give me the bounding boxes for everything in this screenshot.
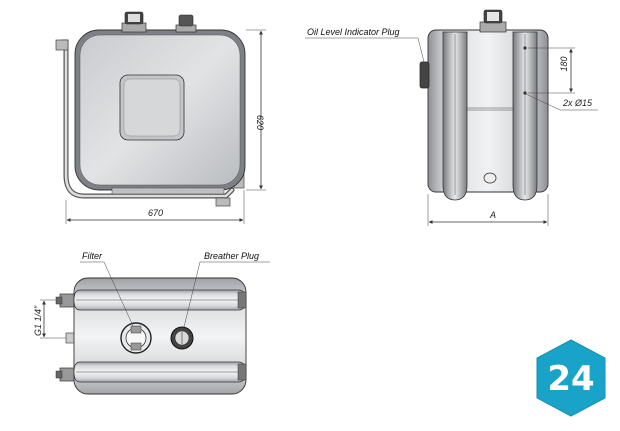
drain-plug	[483, 172, 497, 184]
front-view: 620 670	[55, 11, 266, 224]
mount-hole-top	[523, 46, 527, 50]
badge-24: 24	[536, 339, 606, 417]
breather-plug-top	[170, 326, 194, 350]
height-dimension: 620	[255, 115, 265, 130]
oil-level-plug-label: Oil Level Indicator Plug	[307, 27, 400, 37]
holes-label: 2x Ø15	[562, 98, 593, 108]
width-dimension: 670	[148, 208, 163, 218]
filter-cap-front	[121, 11, 147, 33]
breather-plug-label: Breather Plug	[204, 251, 259, 261]
side-view: Oil Level Indicator Plug 180 2x Ø15 A	[305, 9, 598, 226]
breather-cap-front	[175, 14, 197, 33]
mount-hole-bottom	[523, 91, 527, 95]
hole-spacing-dimension: 180	[559, 56, 569, 71]
thread-dimension: G1 1/4"	[33, 305, 43, 336]
badge-hexagon	[536, 339, 606, 417]
badge-number: 24	[547, 359, 594, 399]
side-filter-cap	[479, 9, 507, 33]
top-view: Filter Breather Plug G1 1/4"	[33, 251, 270, 395]
side-width-dimension: A	[489, 210, 496, 220]
filter-top	[120, 322, 152, 354]
filter-label: Filter	[82, 251, 103, 261]
oil-level-indicator-plug	[419, 61, 430, 89]
